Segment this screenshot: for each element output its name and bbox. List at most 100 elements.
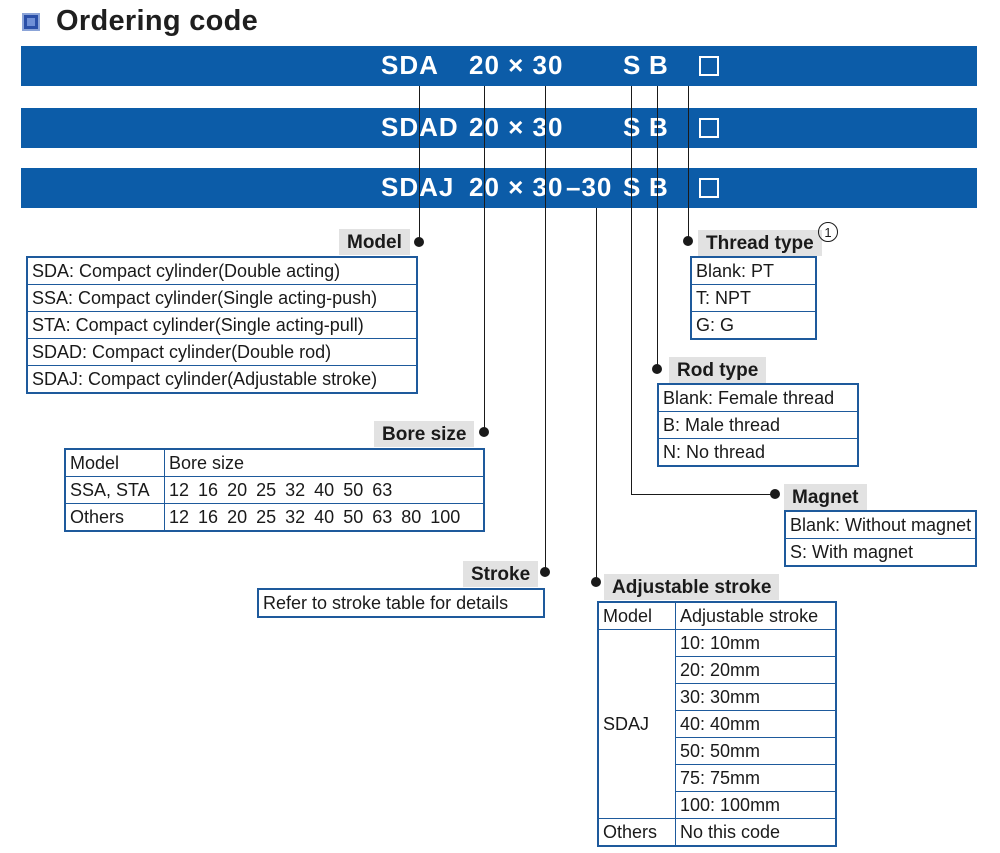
- stroke-table: Refer to stroke table for details: [257, 588, 545, 618]
- bore-size-value: 12: [169, 480, 190, 500]
- title-square-icon: [22, 13, 40, 31]
- table-row: 75: 75mm: [598, 764, 837, 792]
- model-label: Model: [339, 229, 410, 255]
- code-magnet: S: [623, 112, 642, 142]
- adjustable-value: 30: 30mm: [675, 683, 837, 711]
- bore-size-value: 63: [372, 507, 393, 527]
- adjustable-label: Adjustable stroke: [604, 574, 780, 600]
- bore-connector: [484, 86, 485, 432]
- bore-size-value: 20: [227, 480, 248, 500]
- bore-header-size: Bore size: [164, 448, 485, 477]
- bore-size-value: 25: [256, 507, 277, 527]
- rod-label: Rod type: [669, 357, 767, 383]
- bore-label: Bore size: [374, 421, 475, 447]
- bore-size-value: 40: [314, 480, 335, 500]
- code-bar-sdaj: SDAJ 20 × 30 –30 S B: [21, 168, 977, 208]
- rod-dot: [652, 364, 662, 374]
- magnet-label: Magnet: [784, 484, 867, 510]
- adjustable-table: Model Adjustable stroke SDAJ 10: 10mm 20…: [597, 601, 837, 847]
- adjustable-value: 40: 40mm: [675, 710, 837, 738]
- magnet-table: Blank: Without magnet S: With magnet: [784, 510, 978, 567]
- magnet-dot: [770, 489, 780, 499]
- adjustable-connector: [596, 208, 597, 580]
- table-row: SDAD: Compact cylinder(Double rod): [26, 338, 418, 366]
- adjustable-others-model: Others: [597, 818, 676, 847]
- code-bar-sda: SDA 20 × 30 S B: [21, 46, 977, 86]
- page-title: Ordering code: [56, 5, 259, 37]
- thread-row: Blank: PT: [690, 256, 817, 285]
- table-row: Others No this code: [597, 818, 837, 847]
- code-rod: B: [649, 112, 669, 142]
- adjustable-value: 50: 50mm: [675, 737, 837, 765]
- rod-row: Blank: Female thread: [657, 383, 859, 412]
- bore-size-value: 40: [314, 507, 335, 527]
- table-row: SDAJ: Compact cylinder(Adjustable stroke…: [26, 365, 418, 394]
- code-magnet: S: [623, 172, 642, 202]
- model-row: SDAJ: Compact cylinder(Adjustable stroke…: [26, 365, 418, 394]
- adjustable-dot: [591, 577, 601, 587]
- table-row: Model Adjustable stroke: [597, 601, 837, 630]
- model-row: STA: Compact cylinder(Single acting-pull…: [26, 311, 418, 339]
- code-model: SDAJ: [381, 172, 455, 202]
- adjustable-value: 20: 20mm: [675, 656, 837, 684]
- adjustable-header-model: Model: [597, 601, 676, 630]
- table-row: 50: 50mm: [598, 737, 837, 765]
- adjustable-group-model: SDAJ: [597, 629, 676, 819]
- table-row: Blank: Without magnet: [784, 510, 977, 539]
- table-row: Others 12 16 20 25 32 40 50 63 80 100: [64, 503, 485, 532]
- note-number: 1: [818, 222, 838, 242]
- model-dot: [414, 237, 424, 247]
- table-row: 20: 20mm: [598, 656, 837, 684]
- thread-connector: [688, 86, 689, 241]
- bore-row-model: Others: [64, 503, 165, 532]
- adjustable-value: 10: 10mm: [675, 629, 837, 657]
- bore-size-value: 20: [227, 507, 248, 527]
- bore-header-model: Model: [64, 448, 165, 477]
- rod-table: Blank: Female thread B: Male thread N: N…: [657, 383, 859, 467]
- code-thread-box: [699, 118, 719, 138]
- bore-size-value: 50: [343, 480, 364, 500]
- magnet-connector: [631, 86, 632, 494]
- code-model: SDA: [381, 50, 439, 80]
- bore-size-value: 12: [169, 507, 190, 527]
- bore-size-value: 25: [256, 480, 277, 500]
- code-adjust: –30: [566, 172, 613, 202]
- code-thread-box: [699, 56, 719, 76]
- bore-size-value: 32: [285, 507, 306, 527]
- table-row: SSA: Compact cylinder(Single acting-push…: [26, 284, 418, 312]
- table-row: Refer to stroke table for details: [257, 588, 545, 618]
- stroke-label: Stroke: [463, 561, 539, 587]
- bore-size-value: 32: [285, 480, 306, 500]
- table-row: STA: Compact cylinder(Single acting-pull…: [26, 311, 418, 339]
- table-row: S: With magnet: [784, 538, 977, 567]
- bore-size-value: 50: [343, 507, 364, 527]
- thread-dot: [683, 236, 693, 246]
- stroke-dot: [540, 567, 550, 577]
- bore-size-value: 63: [372, 480, 393, 500]
- adjustable-others-value: No this code: [675, 818, 837, 847]
- code-bar-sdad: SDAD 20 × 30 S B: [21, 108, 977, 148]
- model-connector: [419, 86, 420, 242]
- model-row: SSA: Compact cylinder(Single acting-push…: [26, 284, 418, 312]
- table-row: Model Bore size: [64, 448, 485, 477]
- code-size: 20 × 30: [469, 50, 564, 80]
- stroke-connector: [545, 86, 546, 572]
- table-row: T: NPT: [690, 284, 817, 312]
- thread-row: G: G: [690, 311, 817, 340]
- rod-row: B: Male thread: [657, 411, 859, 439]
- bore-size-value: 16: [198, 507, 219, 527]
- table-row: Blank: Female thread: [657, 383, 859, 412]
- table-row: G: G: [690, 311, 817, 340]
- magnet-row: S: With magnet: [784, 538, 977, 567]
- adjustable-value: 100: 100mm: [675, 791, 837, 819]
- table-row: 100: 100mm: [598, 791, 837, 819]
- code-thread-box: [699, 178, 719, 198]
- model-table: SDA: Compact cylinder(Double acting) SSA…: [26, 256, 418, 394]
- thread-row: T: NPT: [690, 284, 817, 312]
- magnet-row: Blank: Without magnet: [784, 510, 977, 539]
- table-row: N: No thread: [657, 438, 859, 467]
- bore-size-value: 100: [430, 507, 461, 527]
- bore-size-value: 80: [401, 507, 422, 527]
